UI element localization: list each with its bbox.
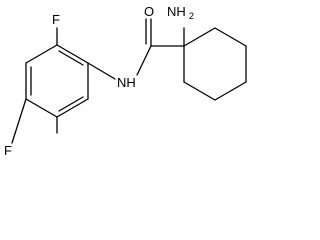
cyclohexane-bond-5 [183,81,216,101]
fluorine-top-label: F [52,12,60,27]
amino-subscript: 2 [189,11,194,21]
ring-bond-1 [56,44,89,64]
ring-double-bond-2 [58,96,84,112]
cyclohexane-bond-4 [214,81,247,101]
bond-fluorine-bottom-link [11,98,27,144]
molecule-diagram: F F NH O NH 2 [4,4,247,158]
cyclohexane-bond-2 [214,27,247,47]
ring-bond-6 [25,44,58,64]
amino-label: NH [167,4,186,19]
cyclohexane-ring [183,27,247,101]
bond-nh-to-carbonyl [136,45,152,76]
ring-bond-3 [56,98,89,118]
carbonyl-oxygen-label: O [144,4,154,19]
fluorine-bottom-label: F [4,143,12,158]
structure-canvas: F F NH O NH 2 [4,4,247,158]
amide-nh-label: NH [117,75,136,90]
difluorophenyl-ring [25,44,89,118]
cyclohexane-bond-1 [183,27,216,47]
bond-ring-to-nh [87,62,116,80]
ring-bond-4 [25,98,58,118]
ring-double-bond-1 [58,50,84,66]
